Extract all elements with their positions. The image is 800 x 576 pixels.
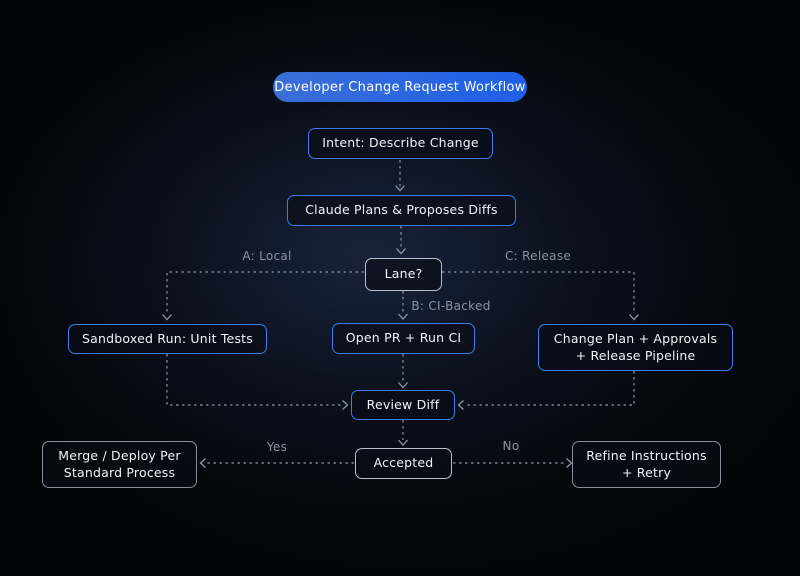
arrowhead-left-icon xyxy=(457,400,464,410)
node-claude-plans: Claude Plans & Proposes Diffs xyxy=(287,195,516,226)
node-lane-decision: Lane? xyxy=(365,258,442,291)
arrowhead-down-icon xyxy=(398,313,408,320)
node-refine-retry-line2: + Retry xyxy=(621,464,672,480)
edge-changeplan-review xyxy=(464,371,635,406)
arrowhead-down-icon xyxy=(396,248,406,255)
node-refine-retry-line1: Refine Instructions xyxy=(586,447,707,463)
edge-label-no: No xyxy=(502,439,520,453)
node-merge-deploy-line1: Merge / Deploy Per xyxy=(58,447,181,463)
arrowhead-right-icon xyxy=(566,458,573,468)
node-accepted-decision: Accepted xyxy=(355,448,452,479)
arrowhead-down-icon xyxy=(395,185,405,192)
node-sandboxed-run: Sandboxed Run: Unit Tests xyxy=(68,324,267,354)
edge-label-c-release: C: Release xyxy=(504,249,572,263)
arrowhead-left-icon xyxy=(199,458,206,468)
node-merge-deploy-line2: Standard Process xyxy=(63,464,176,480)
edge-lane-sandboxed xyxy=(166,271,364,314)
node-refine-retry: Refine Instructions + Retry xyxy=(572,441,721,488)
arrowhead-down-icon xyxy=(162,314,172,321)
node-merge-deploy: Merge / Deploy Per Standard Process xyxy=(42,441,197,488)
edge-label-yes: Yes xyxy=(266,440,288,454)
edge-label-b-ci-backed: B: CI-Backed xyxy=(411,299,491,313)
arrowhead-down-icon xyxy=(398,382,408,389)
node-change-plan: Change Plan + Approvals + Release Pipeli… xyxy=(538,324,733,371)
node-open-pr: Open PR + Run CI xyxy=(332,323,475,354)
node-change-plan-line2: + Release Pipeline xyxy=(575,347,696,363)
node-review-diff: Review Diff xyxy=(351,390,455,420)
diagram-title: Developer Change Request Workflow xyxy=(273,72,527,102)
node-change-plan-line1: Change Plan + Approvals xyxy=(553,330,718,346)
edge-label-a-local: A: Local xyxy=(242,249,292,263)
arrowhead-down-icon xyxy=(629,314,639,321)
arrowhead-right-icon xyxy=(342,400,349,410)
node-intent: Intent: Describe Change xyxy=(308,128,493,159)
edge-sandboxed-review xyxy=(166,354,342,406)
arrowhead-down-icon xyxy=(398,439,408,446)
